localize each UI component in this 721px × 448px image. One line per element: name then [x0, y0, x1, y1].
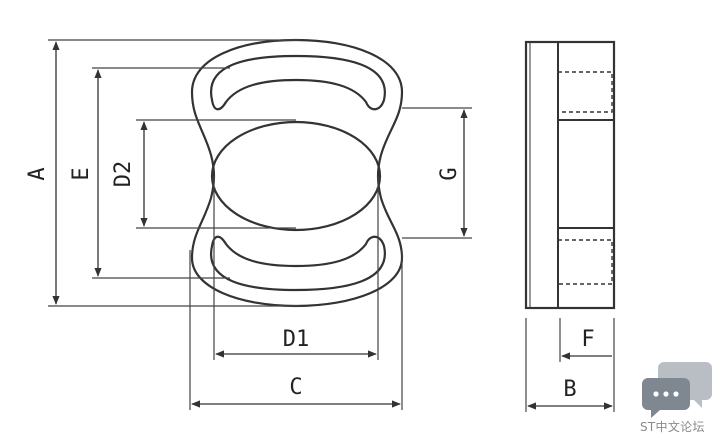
chat-bubble-icon [642, 362, 712, 418]
dim-label-d2: D2 [111, 161, 136, 188]
dim-label-a: A [25, 167, 50, 180]
dim-label-f: F [581, 327, 594, 352]
center-post [210, 120, 382, 232]
core-outline [190, 38, 404, 308]
dim-label-c: C [289, 375, 302, 400]
dim-label-e: E [69, 167, 94, 180]
dim-label-g: G [437, 167, 462, 180]
top-winding-slot [209, 54, 386, 111]
dimension-lines [52, 41, 613, 410]
dim-label-b: B [563, 377, 576, 402]
side-view [524, 40, 616, 310]
side-view-top-slot [557, 71, 613, 113]
extension-lines [48, 39, 615, 412]
side-view-outline [524, 40, 616, 310]
side-view-center-leg [557, 119, 615, 229]
watermark-text: ST中文论坛 [640, 420, 705, 434]
dim-label-d1: D1 [283, 327, 310, 352]
side-view-bottom-slot [557, 239, 613, 285]
bottom-winding-slot [209, 235, 386, 292]
